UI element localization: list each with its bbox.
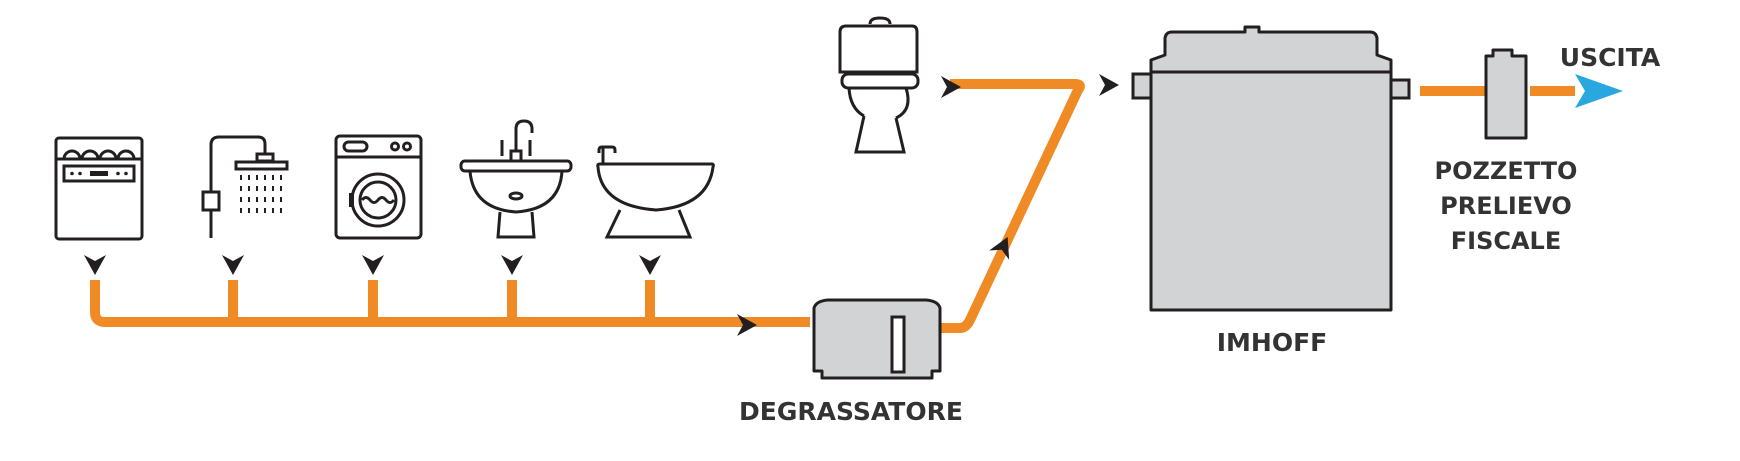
label-prelievo: PRELIEVO	[1440, 192, 1572, 220]
label-uscita: USCITA	[1560, 43, 1661, 72]
sink-icon	[459, 119, 573, 239]
imhoff-tank	[1131, 25, 1411, 312]
sampling-well	[1484, 48, 1528, 140]
pipe-degreaser-to-imhoff	[925, 79, 1085, 333]
flow-arrow-shower	[222, 255, 244, 275]
degreaser-tank	[812, 298, 942, 380]
shower-icon	[201, 135, 289, 238]
outlet-arrow	[1575, 74, 1623, 108]
label-fiscale: FISCALE	[1451, 227, 1561, 255]
label-imhoff: IMHOFF	[1217, 328, 1328, 357]
toilet-icon	[838, 16, 920, 154]
flow-arrow-washing-machine	[362, 255, 384, 275]
flow-arrow-bidet	[639, 255, 661, 275]
collector-pipe	[90, 280, 810, 327]
label-pozzetto: POZZETTO	[1435, 157, 1578, 185]
flow-arrow-dishwasher	[84, 255, 106, 275]
bidet-icon	[596, 145, 715, 239]
washing-machine-icon	[334, 134, 423, 240]
dishwasher-icon	[54, 136, 144, 241]
label-degrassatore: DEGRASSATORE	[739, 397, 963, 426]
pipe-network	[90, 79, 1575, 333]
flow-arrows	[84, 74, 1119, 336]
flow-arrow-sink	[501, 255, 523, 275]
flow-arrow-to-imhoff	[1099, 74, 1119, 96]
